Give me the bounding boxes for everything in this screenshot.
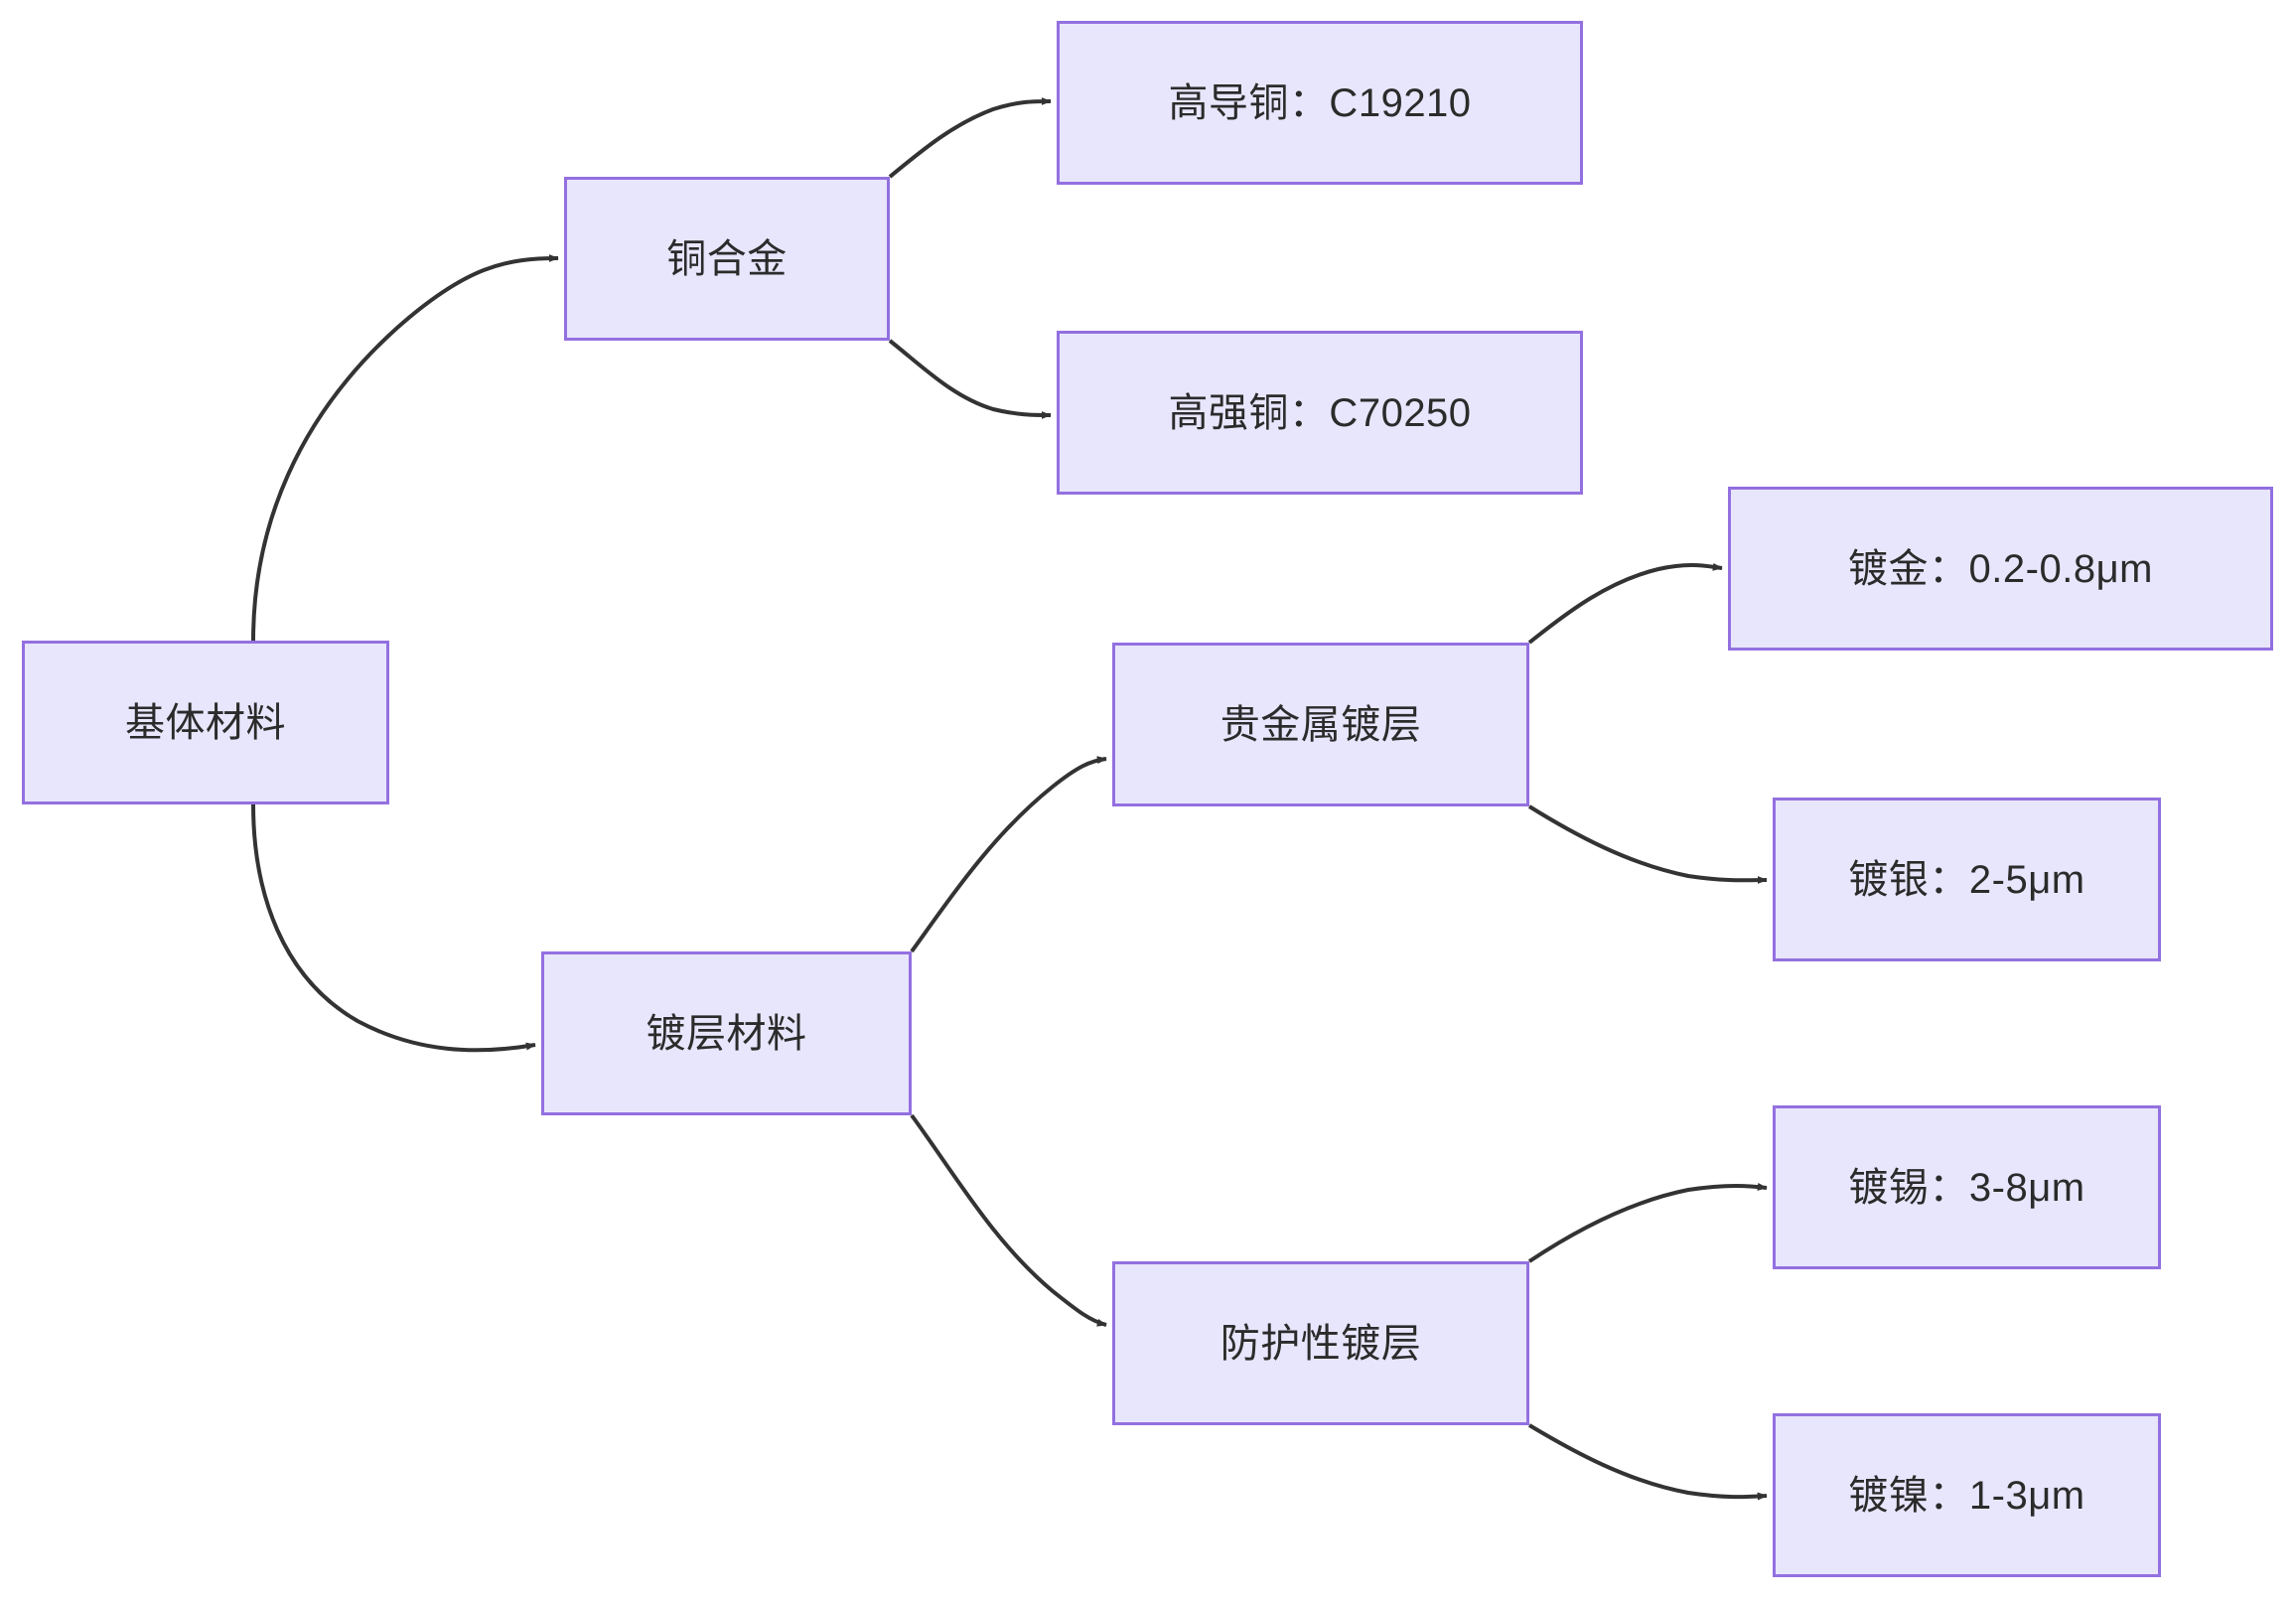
edge-protective_plating-to-tin_plating bbox=[1527, 1182, 1768, 1263]
flow-node-label: 贵金属镀层 bbox=[1220, 702, 1422, 747]
edge-copper_alloy-to-high_strength_copper bbox=[888, 339, 1052, 419]
flow-node-label: 镀镍：1-3μm bbox=[1848, 1473, 2085, 1518]
edge-precious_metal_plating-to-gold_plating bbox=[1527, 562, 1723, 645]
edge-root-to-copper_alloy bbox=[251, 254, 559, 642]
edge-precious_metal_plating-to-silver_plating bbox=[1527, 804, 1768, 885]
flow-node-silver_plating[interactable]: 镀银：2-5μm bbox=[1773, 798, 2161, 961]
flow-node-precious_metal_plating[interactable]: 贵金属镀层 bbox=[1112, 643, 1529, 806]
flow-node-gold_plating[interactable]: 镀金：0.2-0.8μm bbox=[1728, 487, 2273, 651]
flow-node-label: 镀锡：3-8μm bbox=[1848, 1165, 2085, 1210]
edge-protective_plating-to-nickel_plating bbox=[1527, 1423, 1768, 1501]
flow-node-label: 镀银：2-5μm bbox=[1848, 857, 2085, 902]
flow-node-label: 铜合金 bbox=[666, 236, 788, 281]
edge-root-to-plating_material bbox=[251, 803, 536, 1053]
flow-node-label: 基体材料 bbox=[125, 700, 286, 745]
flow-node-root[interactable]: 基体材料 bbox=[22, 641, 389, 804]
flow-node-high_strength_copper[interactable]: 高强铜：C70250 bbox=[1057, 331, 1583, 495]
edge-copper_alloy-to-high_conductivity_copper bbox=[888, 97, 1052, 179]
flow-node-copper_alloy[interactable]: 铜合金 bbox=[564, 177, 890, 341]
flow-node-label: 高强铜：C70250 bbox=[1168, 390, 1472, 435]
flow-node-label: 防护性镀层 bbox=[1220, 1321, 1422, 1366]
edge-plating_material-to-protective_plating bbox=[910, 1113, 1107, 1327]
flow-node-label: 镀金：0.2-0.8μm bbox=[1848, 546, 2153, 591]
flow-node-label: 高导铜：C19210 bbox=[1168, 80, 1472, 125]
flow-node-nickel_plating[interactable]: 镀镍：1-3μm bbox=[1773, 1413, 2161, 1577]
flow-node-tin_plating[interactable]: 镀锡：3-8μm bbox=[1773, 1105, 2161, 1269]
edge-plating_material-to-precious_metal_plating bbox=[910, 756, 1107, 953]
flow-node-protective_plating[interactable]: 防护性镀层 bbox=[1112, 1261, 1529, 1425]
flow-node-high_conductivity_copper[interactable]: 高导铜：C19210 bbox=[1057, 21, 1583, 185]
edges-group bbox=[251, 97, 1768, 1501]
flow-node-label: 镀层材料 bbox=[646, 1011, 807, 1056]
flow-node-plating_material[interactable]: 镀层材料 bbox=[541, 951, 912, 1115]
